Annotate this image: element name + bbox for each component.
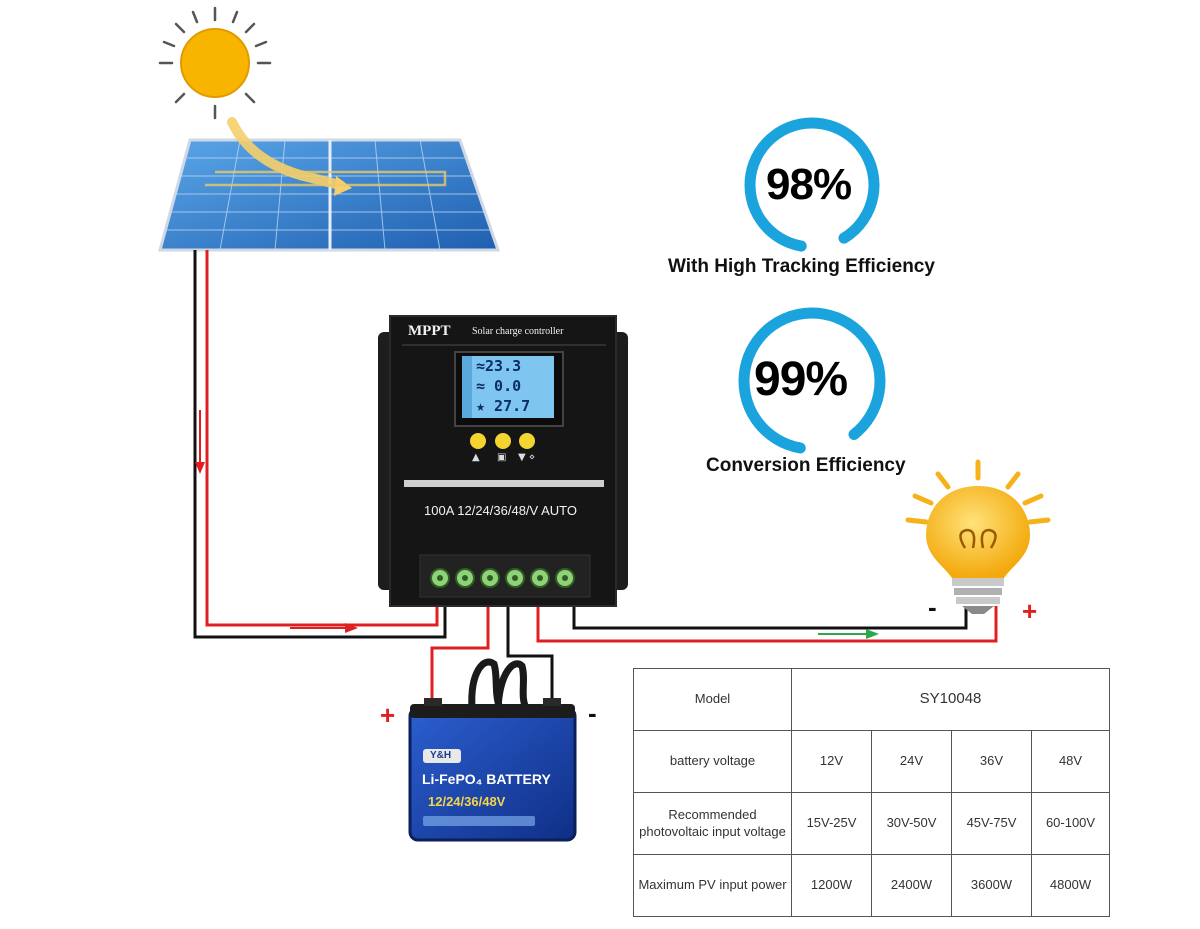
cell: 60-100V — [1030, 792, 1111, 855]
table-row: Maximum PV input power 1200W 2400W 3600W… — [633, 854, 1111, 917]
table-row: Recommended photovoltaic input voltage 1… — [633, 792, 1111, 855]
cell: 15V-25V — [791, 792, 872, 855]
battery-positive-sign: + — [380, 700, 396, 730]
load-wires — [536, 598, 998, 643]
cell: 30V-50V — [871, 792, 952, 855]
spec-table: Model SY10048 battery voltage 12V 24V 36… — [633, 668, 1111, 917]
table-row: Model SY10048 — [633, 668, 1111, 731]
terminal-screws — [430, 568, 575, 588]
row-label: Maximum PV input power — [633, 854, 792, 917]
charge-controller — [378, 315, 628, 607]
cell: 3600W — [951, 854, 1032, 917]
table-row: battery voltage 12V 24V 36V 48V — [633, 730, 1111, 793]
model-value: SY10048 — [790, 668, 1111, 731]
cell: 2400W — [871, 854, 952, 917]
solar-panel — [158, 117, 501, 252]
conversion-efficiency-caption: Conversion Efficiency — [706, 455, 906, 476]
menu-button-label: ▣ — [497, 452, 507, 463]
lcd-battery-voltage: ★ 27.7 — [476, 397, 531, 415]
load-negative-sign: - — [928, 592, 937, 622]
cell: 4800W — [1030, 854, 1111, 917]
battery-negative-sign: - — [588, 698, 597, 728]
battery-wires — [430, 598, 554, 708]
load-positive-sign: + — [1022, 596, 1038, 626]
controller-rating: 100A 12/24/36/48/V AUTO — [424, 503, 577, 518]
model-label: Model — [633, 668, 792, 731]
row-label: battery voltage — [633, 730, 792, 793]
row-label: Recommended photovoltaic input voltage — [633, 792, 792, 855]
cell: 36V — [951, 730, 1032, 793]
light-bulb-icon — [905, 459, 1051, 614]
battery-brand: Y&H — [430, 750, 452, 761]
cell: 45V-75V — [951, 792, 1032, 855]
cell: 12V — [791, 730, 872, 793]
controller-brand: MPPT — [408, 323, 451, 339]
cell: 1200W — [791, 854, 872, 917]
tracking-efficiency-value: 98% — [766, 160, 852, 209]
tracking-efficiency-caption: With High Tracking Efficiency — [668, 256, 935, 277]
efficiency-ring-tracking — [744, 117, 880, 253]
panel-wires — [193, 250, 447, 639]
conversion-efficiency-value: 99% — [754, 353, 848, 406]
efficiency-ring-conversion — [738, 307, 886, 455]
battery-type: Li-FePO₄ BATTERY — [422, 771, 551, 787]
lcd-pv-voltage: ≈23.3 — [476, 357, 522, 375]
sun-icon — [158, 6, 272, 120]
cell: 24V — [871, 730, 952, 793]
down-button-label: ▼ ⋄ — [518, 452, 536, 463]
cell: 48V — [1030, 730, 1111, 793]
battery-voltage: 12/24/36/48V — [428, 794, 506, 809]
battery-icon — [408, 658, 577, 842]
lcd-current: ≈ 0.0 — [476, 377, 522, 395]
controller-subtitle: Solar charge controller — [472, 326, 564, 337]
up-button-label: ▲ — [472, 452, 480, 463]
